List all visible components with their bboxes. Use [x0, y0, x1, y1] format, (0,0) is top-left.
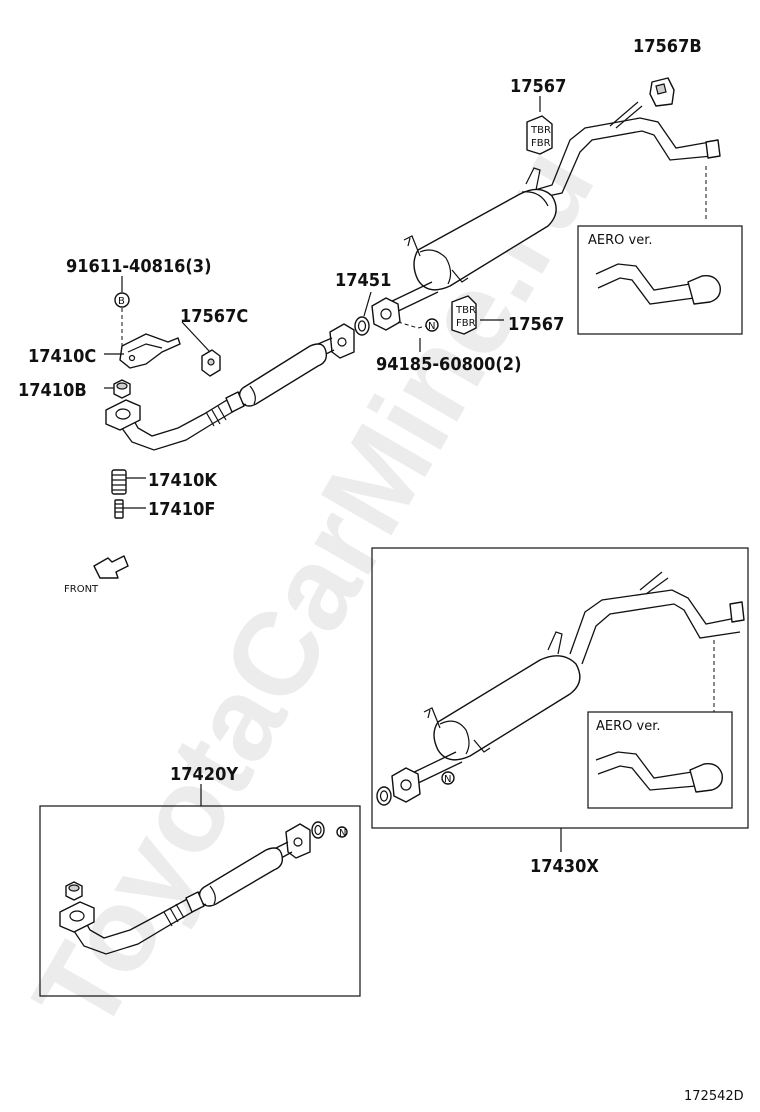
nut-94185[interactable]: N — [397, 318, 439, 332]
front-pipe-catalyst[interactable] — [105, 323, 355, 451]
svg-text:N: N — [444, 774, 451, 785]
tail-pipe[interactable] — [534, 101, 721, 197]
rubber-hanger-17567-mid[interactable]: TBR FBR — [451, 295, 477, 335]
svg-text:B: B — [118, 296, 125, 307]
assembly-box-17430X[interactable]: N AERO ver. — [371, 547, 749, 829]
label-17410F[interactable]: 17410F — [148, 499, 215, 520]
label-17410K[interactable]: 17410K — [148, 470, 218, 491]
rubber-hanger-17567-top[interactable]: TBR FBR — [526, 115, 553, 155]
svg-text:FBR: FBR — [456, 318, 476, 329]
label-17567-top[interactable]: 17567 — [510, 76, 566, 97]
bolt-91611[interactable]: B — [114, 292, 130, 346]
svg-text:N: N — [428, 321, 435, 332]
part-labels: 17567B 17567 17451 17567 94185-60800(2) … — [18, 36, 744, 1104]
label-94185[interactable]: 94185-60800(2) — [376, 354, 521, 375]
label-17420Y[interactable]: 17420Y — [170, 764, 238, 785]
bracket-17410C[interactable] — [119, 333, 181, 369]
muffler-inlet-pipe[interactable] — [371, 281, 439, 331]
svg-text:FRONT: FRONT — [64, 584, 99, 595]
svg-text:TBR: TBR — [530, 125, 551, 136]
gasket-17451[interactable] — [354, 316, 370, 336]
spring-17410K[interactable] — [111, 469, 127, 495]
nut-17410B[interactable] — [113, 379, 131, 399]
hanger-17567B[interactable] — [649, 77, 675, 107]
front-arrow: FRONT — [64, 555, 129, 595]
label-17567-mid[interactable]: 17567 — [508, 314, 564, 335]
diagram-code: 172542D — [684, 1089, 744, 1104]
leader-lines — [104, 96, 707, 509]
aero-label-top: AERO ver. — [588, 233, 652, 248]
main-muffler[interactable] — [403, 167, 557, 291]
label-91611[interactable]: 91611-40816(3) — [66, 256, 211, 277]
label-17567B[interactable]: 17567B — [633, 36, 702, 57]
label-17567C[interactable]: 17567C — [180, 306, 248, 327]
svg-text:TBR: TBR — [455, 305, 476, 316]
aero-label-bottom: AERO ver. — [596, 719, 660, 734]
bolt-17410F[interactable] — [114, 499, 124, 519]
rubber-hanger-17567C[interactable] — [201, 349, 221, 377]
svg-text:FBR: FBR — [531, 138, 551, 149]
label-17410C[interactable]: 17410C — [28, 346, 96, 367]
svg-text:N: N — [339, 828, 346, 839]
assembly-box-17420Y[interactable]: N — [39, 805, 361, 997]
label-17430X[interactable]: 17430X — [530, 856, 599, 877]
label-17410B[interactable]: 17410B — [18, 380, 87, 401]
label-17451[interactable]: 17451 — [335, 270, 391, 291]
aero-version-box-top: AERO ver. — [577, 225, 743, 335]
